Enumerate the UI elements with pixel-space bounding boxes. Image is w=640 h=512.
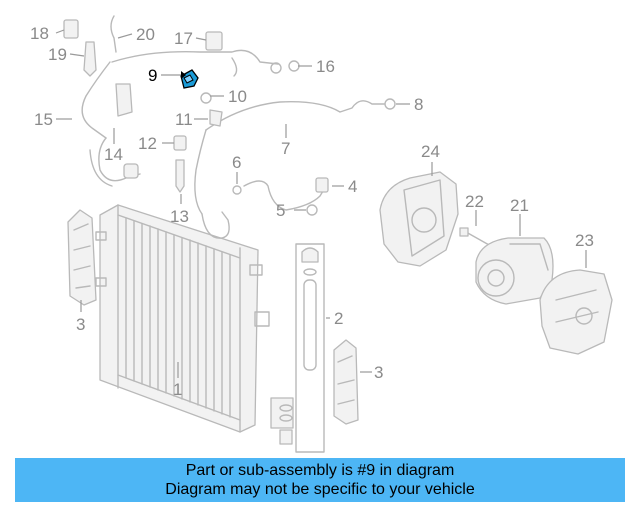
callout-18: 18 [30, 24, 49, 43]
callout-13: 13 [170, 207, 189, 226]
pressure-switch-part-9[interactable] [180, 69, 199, 89]
callout-1: 1 [173, 380, 182, 399]
callout-21: 21 [510, 196, 529, 215]
compressor-housing-part-24 [379, 171, 459, 267]
callout-22: 22 [465, 192, 484, 211]
callout-11: 11 [175, 110, 193, 129]
bracket-part-3-left [67, 209, 107, 306]
callout-labels: 18 20 17 19 16 9 10 15 11 8 12 7 14 6 24… [30, 24, 594, 399]
callout-2: 2 [334, 309, 343, 328]
callout-9[interactable]: 9 [148, 66, 157, 85]
callout-24: 24 [421, 142, 440, 161]
leader-lines [55, 29, 587, 378]
callout-3-right: 3 [374, 363, 383, 382]
callout-8: 8 [414, 95, 423, 114]
info-banner: Part or sub-assembly is #9 in diagram Di… [15, 458, 625, 502]
refrigerant-lines [81, 49, 385, 239]
callout-17: 17 [174, 29, 193, 48]
fittings [63, 15, 396, 216]
banner-line-2: Diagram may not be specific to your vehi… [165, 481, 475, 498]
compressor-part-21 [475, 237, 554, 305]
callout-20: 20 [136, 25, 155, 44]
callout-6: 6 [232, 153, 241, 172]
parts-diagram: 18 20 17 19 16 9 10 15 11 8 12 7 14 6 24… [30, 15, 613, 453]
callout-23: 23 [575, 231, 594, 250]
callout-12: 12 [138, 134, 157, 153]
callout-7: 7 [281, 139, 290, 158]
callout-19: 19 [48, 45, 67, 64]
banner-line-1: Part or sub-assembly is #9 in diagram [185, 462, 455, 479]
callout-14: 14 [104, 145, 123, 164]
callout-5: 5 [276, 201, 285, 220]
callout-16: 16 [316, 57, 335, 76]
receiver-drier-part-2 [270, 243, 325, 453]
callout-10: 10 [228, 87, 247, 106]
bracket-part-3-right [333, 339, 359, 425]
compressor-bracket-part-23 [539, 269, 613, 355]
callout-15: 15 [34, 110, 53, 129]
condenser-part-1 [99, 204, 270, 433]
callout-3-left: 3 [76, 315, 85, 334]
callout-4: 4 [348, 177, 357, 196]
